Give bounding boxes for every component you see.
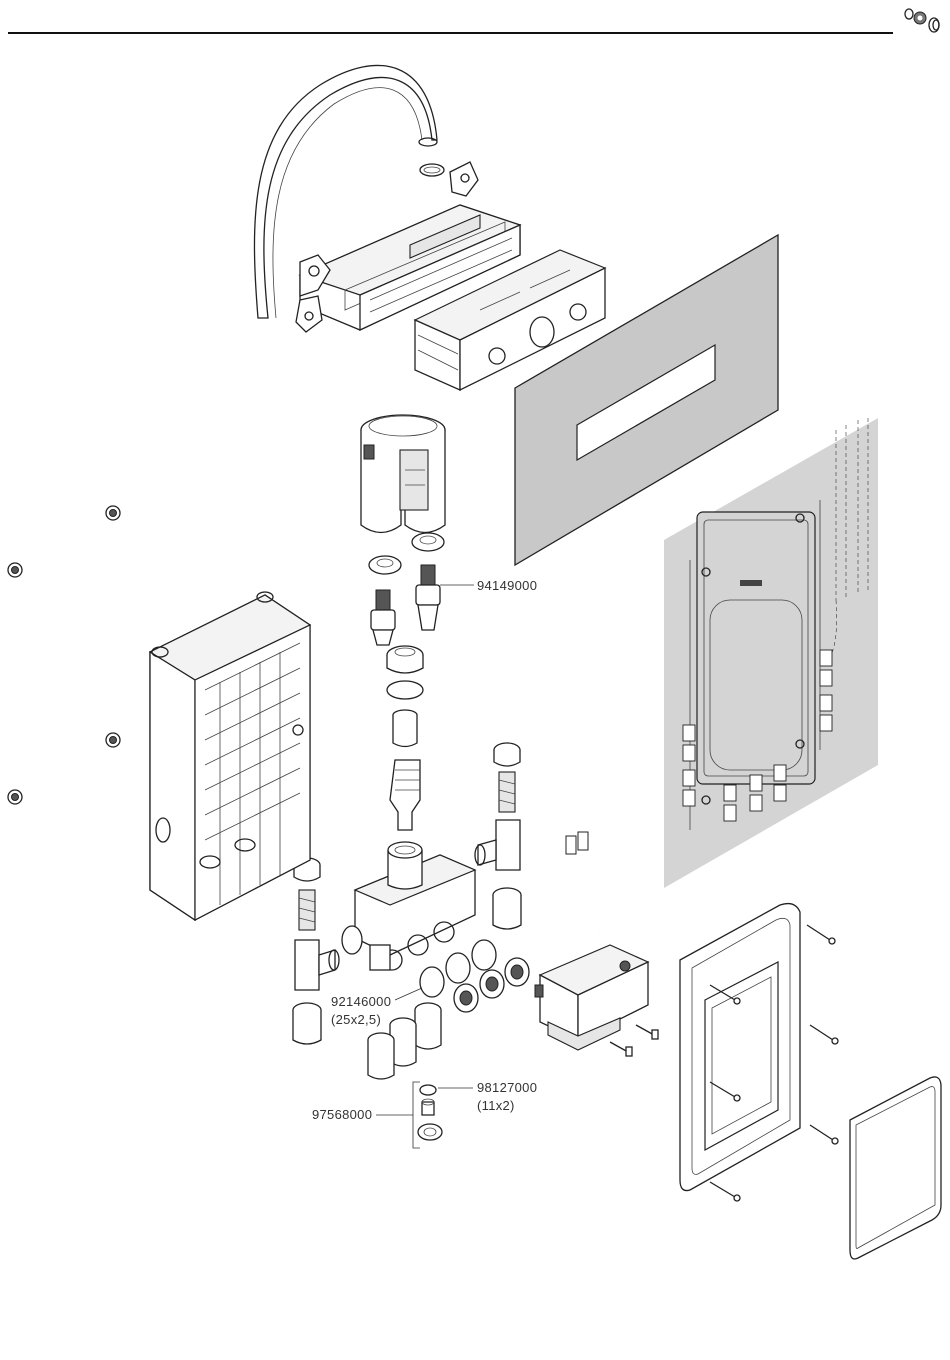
- right-spring: [499, 772, 515, 812]
- seals-and-fittings-icon: [905, 9, 939, 32]
- o-ring: [387, 681, 423, 699]
- service-set: [413, 1082, 442, 1148]
- plug: [387, 646, 423, 673]
- left-spring: [299, 890, 315, 930]
- right-compression-nut: [493, 888, 521, 929]
- electronic-control-module: [535, 945, 648, 1050]
- clip-ring: [420, 164, 444, 176]
- diverter-spindle: [390, 760, 420, 830]
- cover-frame: [680, 904, 800, 1191]
- wall-installation-panel: [664, 418, 878, 888]
- o-ring-part-number: 92146000: [331, 994, 391, 1009]
- right-cap: [494, 743, 520, 766]
- o-ring-leader: [395, 988, 422, 1000]
- small-o-ring-part-number: 98127000: [477, 1080, 537, 1095]
- small-o-ring-size: (11x2): [477, 1098, 515, 1113]
- cartridge-body: [361, 415, 445, 533]
- left-compression-nut: [293, 1003, 321, 1044]
- check-valve-cartridge: [371, 565, 440, 645]
- cover-plate: [850, 1077, 941, 1259]
- left-tee-fitting: [295, 940, 339, 990]
- service-set-part-number: 97568000: [312, 1107, 372, 1122]
- cartridge-part-number: 94149000: [477, 578, 537, 593]
- right-tee-fitting: [475, 820, 520, 870]
- flush-box-housing: [150, 592, 310, 920]
- o-ring-size: (25x2,5): [331, 1012, 381, 1027]
- sleeve: [393, 710, 417, 747]
- blanking-plugs: [8, 506, 120, 804]
- valve-manifold: [342, 842, 475, 970]
